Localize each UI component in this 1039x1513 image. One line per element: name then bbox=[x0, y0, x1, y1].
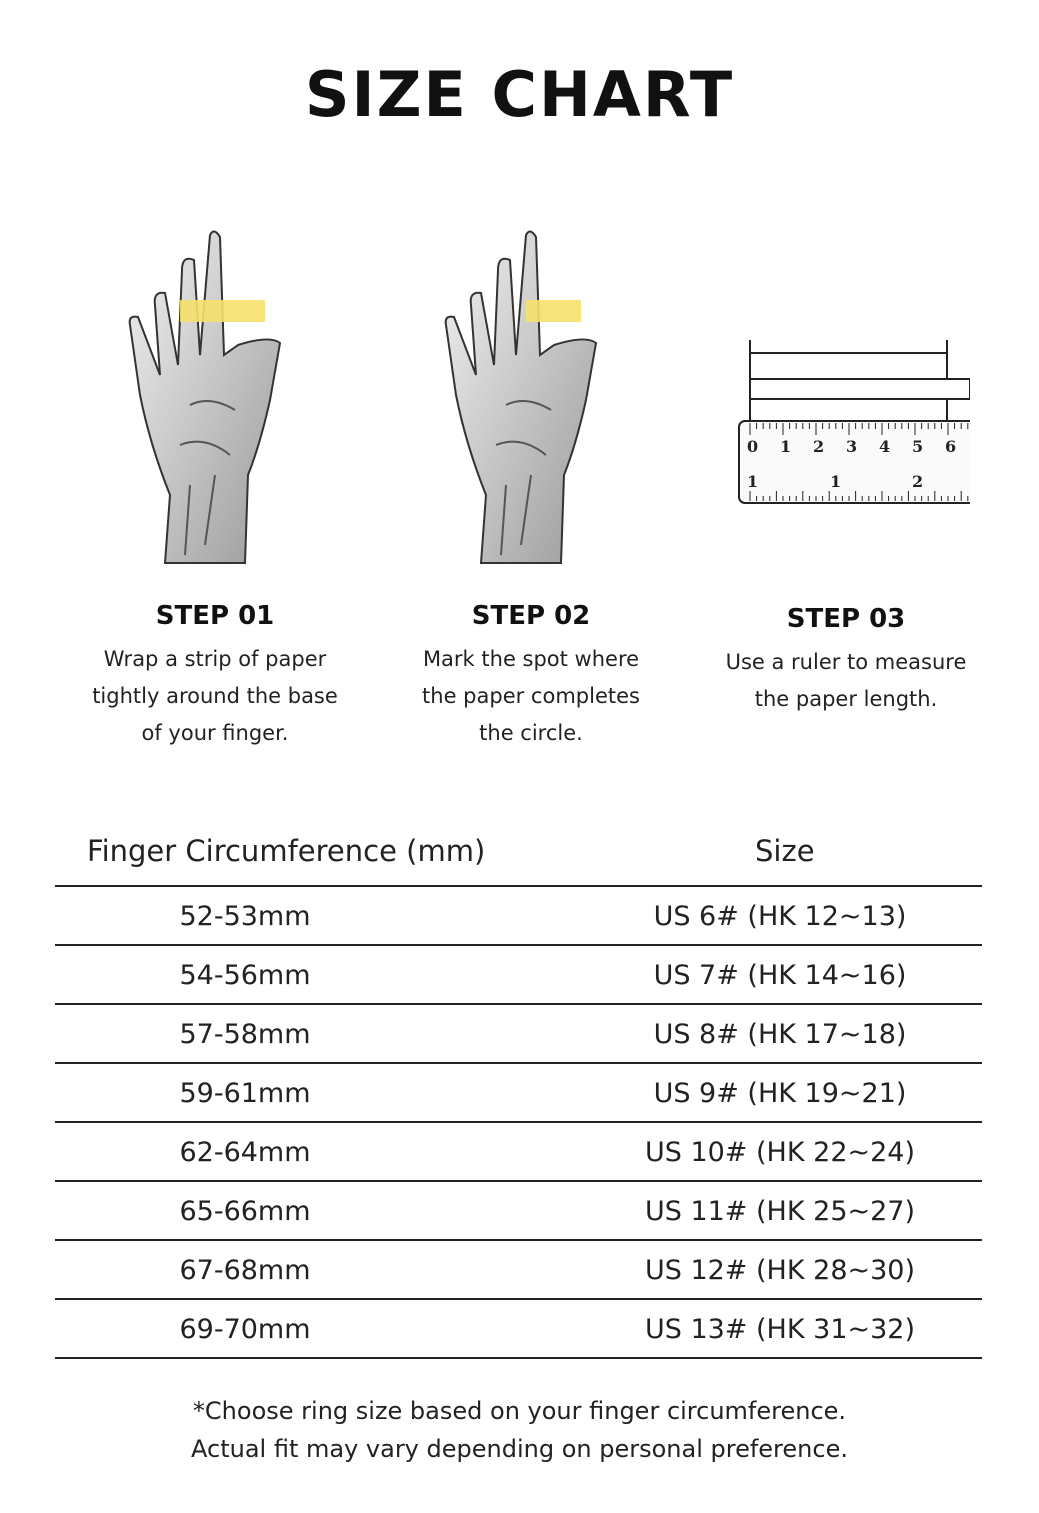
step-2: STEP 02 Mark the spot where the paper co… bbox=[371, 601, 691, 752]
cell-circumference: 67-68mm bbox=[179, 1255, 311, 1286]
ruler-inch-label: 1 bbox=[830, 472, 841, 491]
cell-circumference: 59-61mm bbox=[179, 1078, 311, 1109]
step-title: STEP 01 bbox=[155, 601, 275, 631]
table-row: 57-58mm US 8# (HK 17~18) bbox=[55, 1005, 982, 1064]
footnote-line: *Choose ring size based on your finger c… bbox=[192, 1397, 847, 1425]
step-line: the paper completes bbox=[422, 684, 640, 708]
footnote: *Choose ring size based on your finger c… bbox=[0, 1392, 1039, 1468]
table-row: 67-68mm US 12# (HK 28~30) bbox=[55, 1241, 982, 1300]
step-line: tightly around the base bbox=[92, 684, 338, 708]
step-text: Wrap a strip of paper tightly around the… bbox=[55, 641, 375, 752]
hand-shape bbox=[444, 230, 598, 564]
step-text: Mark the spot where the paper completes … bbox=[371, 641, 691, 752]
step-1: STEP 01 Wrap a strip of paper tightly ar… bbox=[55, 601, 375, 752]
header-circumference: Finger Circumference (mm) bbox=[87, 834, 486, 868]
step-line: Mark the spot where bbox=[422, 647, 640, 671]
ruler-cm-label: 3 bbox=[846, 437, 857, 456]
hand-illustration-step2 bbox=[444, 230, 598, 564]
table-row: 62-64mm US 10# (HK 22~24) bbox=[55, 1123, 982, 1182]
cell-circumference: 62-64mm bbox=[179, 1137, 311, 1168]
table-row: 59-61mm US 9# (HK 19~21) bbox=[55, 1064, 982, 1123]
table-row: 69-70mm US 13# (HK 31~32) bbox=[55, 1300, 982, 1359]
table-row: 65-66mm US 11# (HK 25~27) bbox=[55, 1182, 982, 1241]
ruler-cm-label: 0 bbox=[747, 437, 758, 456]
table-row: 54-56mm US 7# (HK 14~16) bbox=[55, 946, 982, 1005]
step-line: Use a ruler to measure bbox=[725, 650, 967, 674]
paper-strip bbox=[526, 300, 581, 322]
hand-shape bbox=[128, 230, 282, 564]
cell-size: US 12# (HK 28~30) bbox=[644, 1255, 916, 1286]
ruler-cm-label: 2 bbox=[813, 437, 824, 456]
cell-size: US 13# (HK 31~32) bbox=[644, 1314, 916, 1345]
ruler-inch-label: 2 bbox=[912, 472, 923, 491]
step-text: Use a ruler to measure the paper length. bbox=[686, 644, 1006, 718]
step-title: STEP 02 bbox=[471, 601, 591, 631]
ruler-cm-label: 4 bbox=[879, 437, 890, 456]
cell-circumference: 65-66mm bbox=[179, 1196, 311, 1227]
header-size: Size bbox=[755, 834, 815, 868]
cell-circumference: 54-56mm bbox=[179, 960, 311, 991]
table-row: 52-53mm US 6# (HK 12~13) bbox=[55, 887, 982, 946]
step-line: Wrap a strip of paper bbox=[103, 647, 327, 671]
hand-illustration-step1 bbox=[128, 230, 282, 564]
ruler-inch-label: 1 bbox=[747, 472, 758, 491]
ruler-body bbox=[738, 420, 970, 504]
paper-strip bbox=[749, 378, 970, 400]
step-title: STEP 03 bbox=[786, 604, 906, 634]
ruler-cm-label: 1 bbox=[780, 437, 791, 456]
ruler-cm-label: 5 bbox=[912, 437, 923, 456]
table-header: Finger Circumference (mm) Size bbox=[55, 830, 982, 887]
cell-size: US 8# (HK 17~18) bbox=[653, 1019, 907, 1050]
footnote-line: Actual fit may vary depending on persona… bbox=[191, 1435, 848, 1463]
cell-circumference: 52-53mm bbox=[179, 901, 311, 932]
cell-size: US 6# (HK 12~13) bbox=[653, 901, 907, 932]
size-table: Finger Circumference (mm) Size 52-53mm U… bbox=[55, 830, 982, 1359]
page-title: SIZE CHART bbox=[304, 58, 735, 131]
step-line: the paper length. bbox=[754, 687, 938, 711]
cell-size: US 11# (HK 25~27) bbox=[644, 1196, 916, 1227]
cell-circumference: 57-58mm bbox=[179, 1019, 311, 1050]
cell-size: US 7# (HK 14~16) bbox=[653, 960, 907, 991]
step-3: STEP 03 Use a ruler to measure the paper… bbox=[686, 604, 1006, 718]
step-line: of your finger. bbox=[141, 721, 289, 745]
ruler-cm-label: 6 bbox=[945, 437, 956, 456]
step-line: the circle. bbox=[479, 721, 583, 745]
cell-circumference: 69-70mm bbox=[179, 1314, 311, 1345]
paper-strip bbox=[180, 300, 265, 322]
cell-size: US 10# (HK 22~24) bbox=[644, 1137, 916, 1168]
cell-size: US 9# (HK 19~21) bbox=[653, 1078, 907, 1109]
